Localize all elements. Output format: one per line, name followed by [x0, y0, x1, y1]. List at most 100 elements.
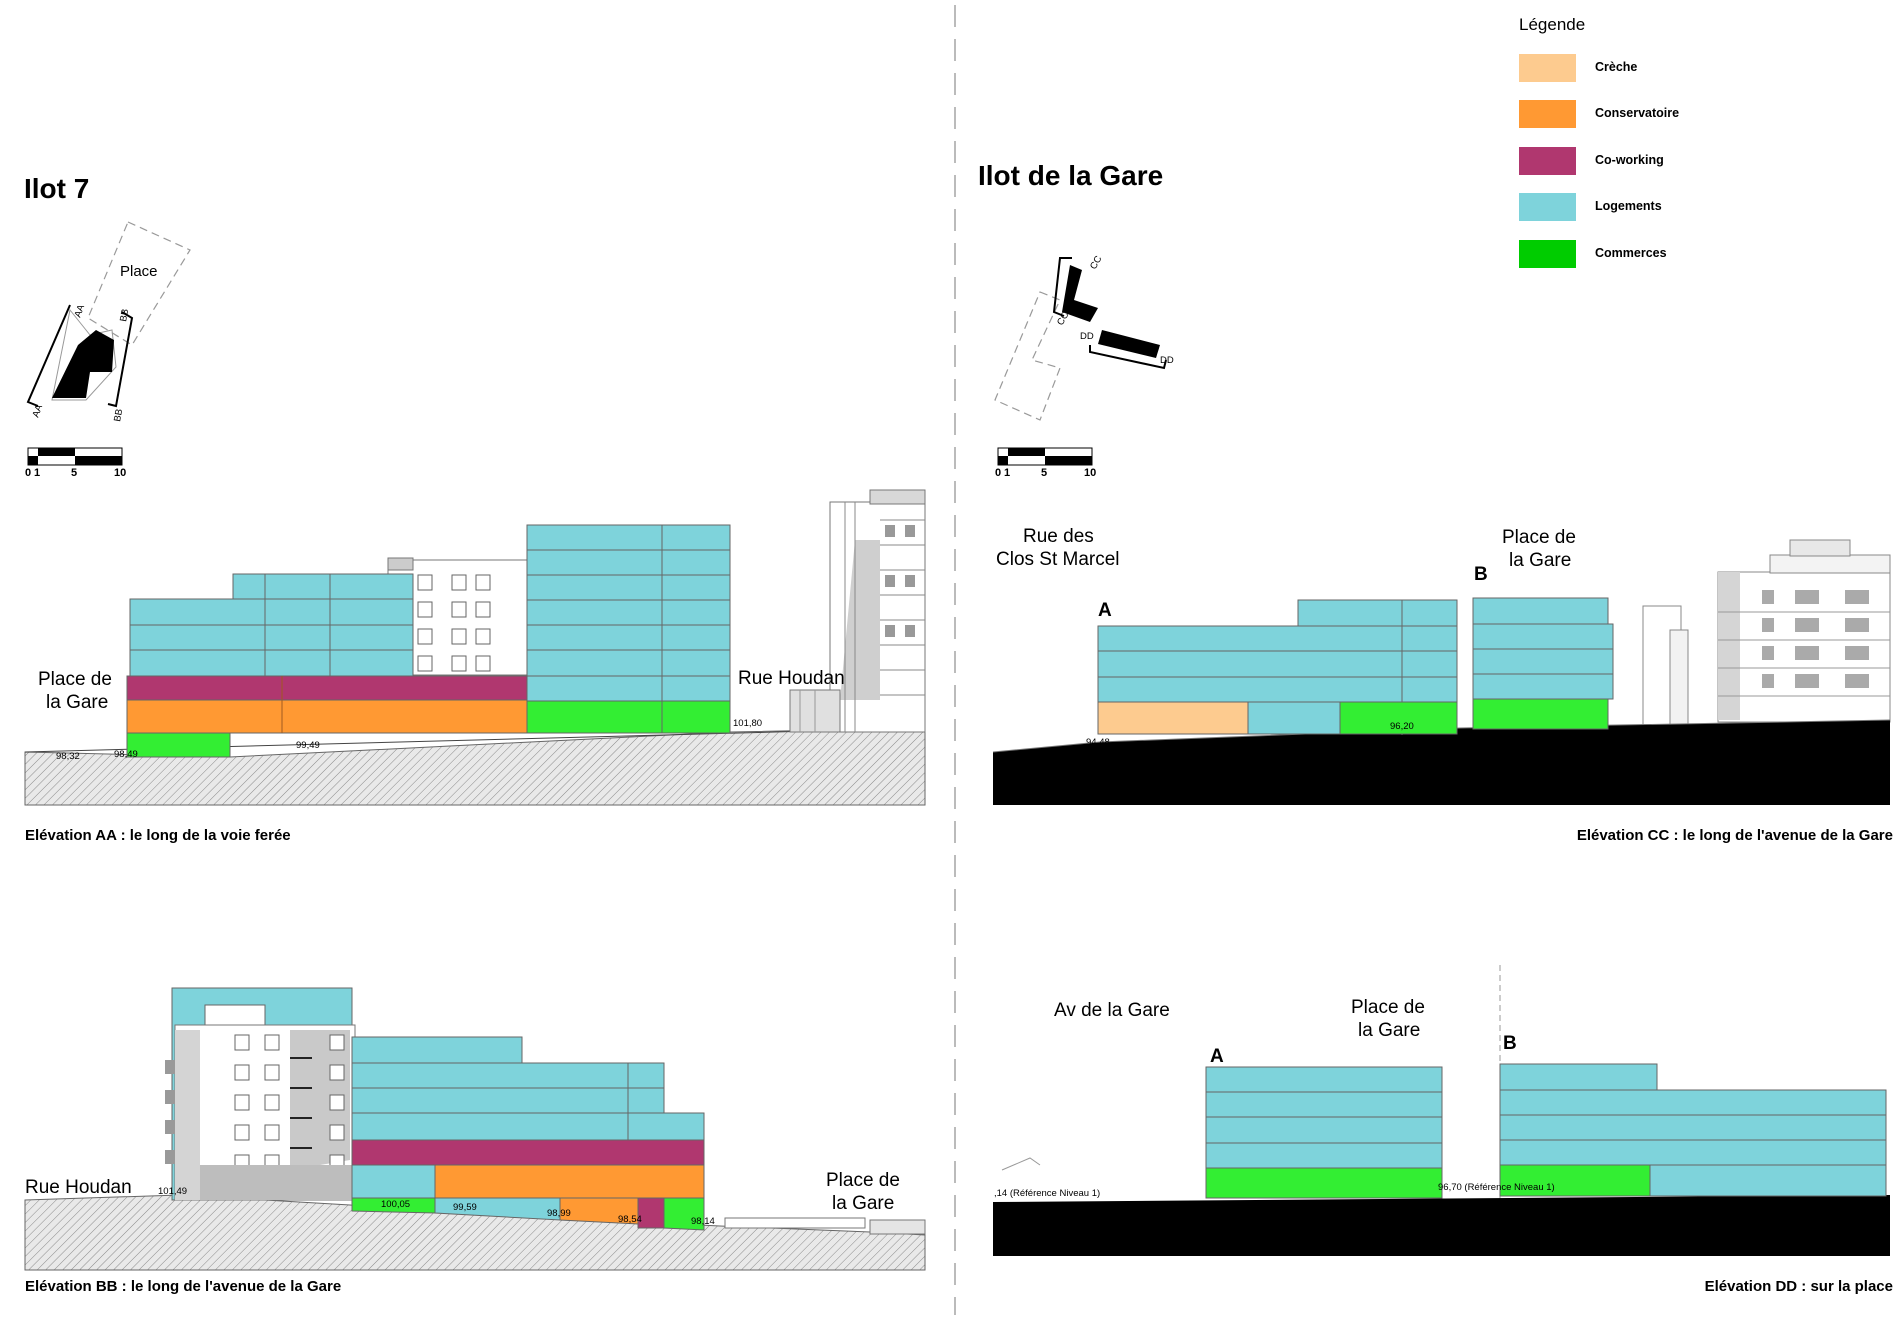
section-bb-top: BB	[118, 308, 131, 322]
legend-title: Légende	[1519, 15, 1585, 34]
cc-level-1: 96,20	[1390, 721, 1414, 732]
dd-label-left: Av de la Gare	[1054, 1000, 1170, 1021]
ilot7-key-plan: Place AA AA BB BB	[26, 221, 191, 423]
legend-label-coworking: Co-working	[1595, 153, 1664, 167]
scale-tick-5: 5	[71, 467, 77, 479]
cc-level-0: 94,48	[1086, 737, 1110, 748]
dd-building-b: B	[1503, 1033, 1517, 1054]
commerces-cc-a	[1339, 701, 1458, 735]
ilot-gare-key-plan: CC CC DD DD	[994, 254, 1174, 421]
legend: Légende Crèche Conservatoire Co-working …	[1519, 15, 1679, 268]
bb-level-4: 98,54	[618, 1214, 642, 1225]
legend-swatch-logements	[1519, 193, 1576, 221]
bb-level-0: 101,49	[158, 1186, 187, 1197]
cc-label-mid-2: la Gare	[1509, 550, 1571, 571]
aa-caption: Elévation AA : le long de la voie ferée	[25, 827, 291, 844]
logements-bb-top	[351, 1036, 523, 1064]
legend-swatch-creche	[1519, 54, 1576, 82]
commerces-cc-b	[1472, 698, 1609, 730]
legend-swatch-commerces	[1519, 240, 1576, 268]
section-bb-bottom: BB	[112, 408, 125, 422]
section-cc-top: CC	[1088, 254, 1104, 272]
elevation-bb: Rue Houdan Place de la Gare 101,49 100,0…	[24, 987, 926, 1295]
bb-level-3: 98,99	[547, 1208, 571, 1219]
ilot7-title: Ilot 7	[24, 173, 89, 204]
dd-building-a: A	[1210, 1046, 1224, 1067]
scale-tick-0: 0	[25, 467, 31, 479]
legend-label-conservatoire: Conservatoire	[1595, 106, 1679, 120]
scale-tick-10: 10	[114, 467, 126, 479]
cc-label-mid-1: Place de	[1502, 527, 1576, 548]
background-buildings-cc	[1642, 539, 1891, 727]
coworking-bb-basement	[637, 1197, 665, 1229]
commerces-dd-a	[1205, 1167, 1443, 1199]
building-aa-right	[526, 524, 731, 734]
dd-level-0: ,14 (Référence Niveau 1)	[994, 1188, 1100, 1199]
aa-level-1: 98,49	[114, 749, 138, 760]
building-aa-left	[126, 573, 528, 758]
plan-place-label: Place	[120, 263, 158, 280]
section-dd-left: DD	[1080, 331, 1094, 342]
logements-bb-low	[351, 1112, 705, 1141]
scale-tick-1: 1	[1004, 467, 1010, 479]
conservatoire-bb	[434, 1164, 705, 1199]
aa-label-right: Rue Houdan	[738, 668, 845, 689]
section-aa-top: AA	[72, 303, 87, 319]
bb-label-right-2: la Gare	[832, 1193, 894, 1214]
ground-dd	[993, 1195, 1890, 1256]
commerces-aa-right	[526, 700, 731, 734]
cc-building-b: B	[1474, 564, 1488, 585]
legend-swatch-coworking	[1519, 147, 1576, 175]
section-aa-bottom: AA	[30, 403, 45, 419]
coworking-bb	[351, 1139, 705, 1166]
ground-cc	[993, 720, 1890, 805]
logements-cc-b-mid	[1472, 623, 1614, 700]
commerces-aa-left	[126, 732, 231, 758]
scale-tick-1: 1	[34, 467, 40, 479]
building-cc-a	[1097, 599, 1458, 735]
coworking-aa	[126, 675, 528, 701]
aa-level-3: 101,80	[733, 718, 762, 729]
scale-tick-5: 5	[1041, 467, 1047, 479]
legend-label-commerces: Commerces	[1595, 246, 1667, 260]
logements-bb-ground-left	[351, 1164, 436, 1199]
conservatoire-aa	[126, 699, 528, 734]
legend-label-creche: Crèche	[1595, 60, 1637, 74]
building-dd-b	[1499, 1063, 1887, 1197]
cc-label-left-2: Clos St Marcel	[996, 549, 1120, 570]
commerces-bb-right	[663, 1197, 705, 1231]
logements-cc-b	[1472, 597, 1609, 625]
legend-label-logements: Logements	[1595, 199, 1662, 213]
cc-label-left-1: Rue des	[1023, 526, 1094, 547]
dd-label-mid-1: Place de	[1351, 997, 1425, 1018]
scale-tick-0: 0	[995, 467, 1001, 479]
background-building-bb	[165, 987, 356, 1201]
building-cc-b	[1472, 597, 1614, 730]
dd-level-1: 96,70 (Référence Niveau 1)	[1438, 1182, 1555, 1193]
right-low-structure-bb	[724, 1217, 926, 1235]
ilot-gare-title: Ilot de la Gare	[978, 160, 1163, 191]
logements-aa-upper	[129, 598, 414, 677]
logements-aa-right	[526, 524, 731, 702]
dd-caption: Elévation DD : sur la place	[1705, 1278, 1893, 1295]
cc-building-a: A	[1098, 600, 1112, 621]
bb-level-2: 99,59	[453, 1202, 477, 1213]
building-bb	[351, 1036, 705, 1231]
cc-caption: Elévation CC : le long de l'avenue de la…	[1577, 827, 1893, 844]
scale-tick-10: 10	[1084, 467, 1096, 479]
logements-dd-b-ground	[1649, 1164, 1887, 1197]
ilot-gare-scale-bar: 0 1 5 10	[995, 447, 1096, 479]
creche-cc	[1097, 701, 1249, 735]
section-dd-right: DD	[1160, 355, 1174, 366]
logements-aa-top	[232, 573, 414, 601]
building-dd-a	[1205, 1066, 1443, 1199]
bb-level-5: 98,14	[691, 1216, 715, 1227]
neighbour-building-aa	[789, 489, 926, 733]
bb-label-left: Rue Houdan	[25, 1177, 132, 1198]
logements-cc-a	[1097, 625, 1458, 703]
commerces-dd-b	[1499, 1164, 1651, 1197]
aa-level-2: 99,49	[296, 740, 320, 751]
bb-level-1: 100,05	[381, 1199, 410, 1210]
logements-dd-b	[1499, 1089, 1887, 1166]
